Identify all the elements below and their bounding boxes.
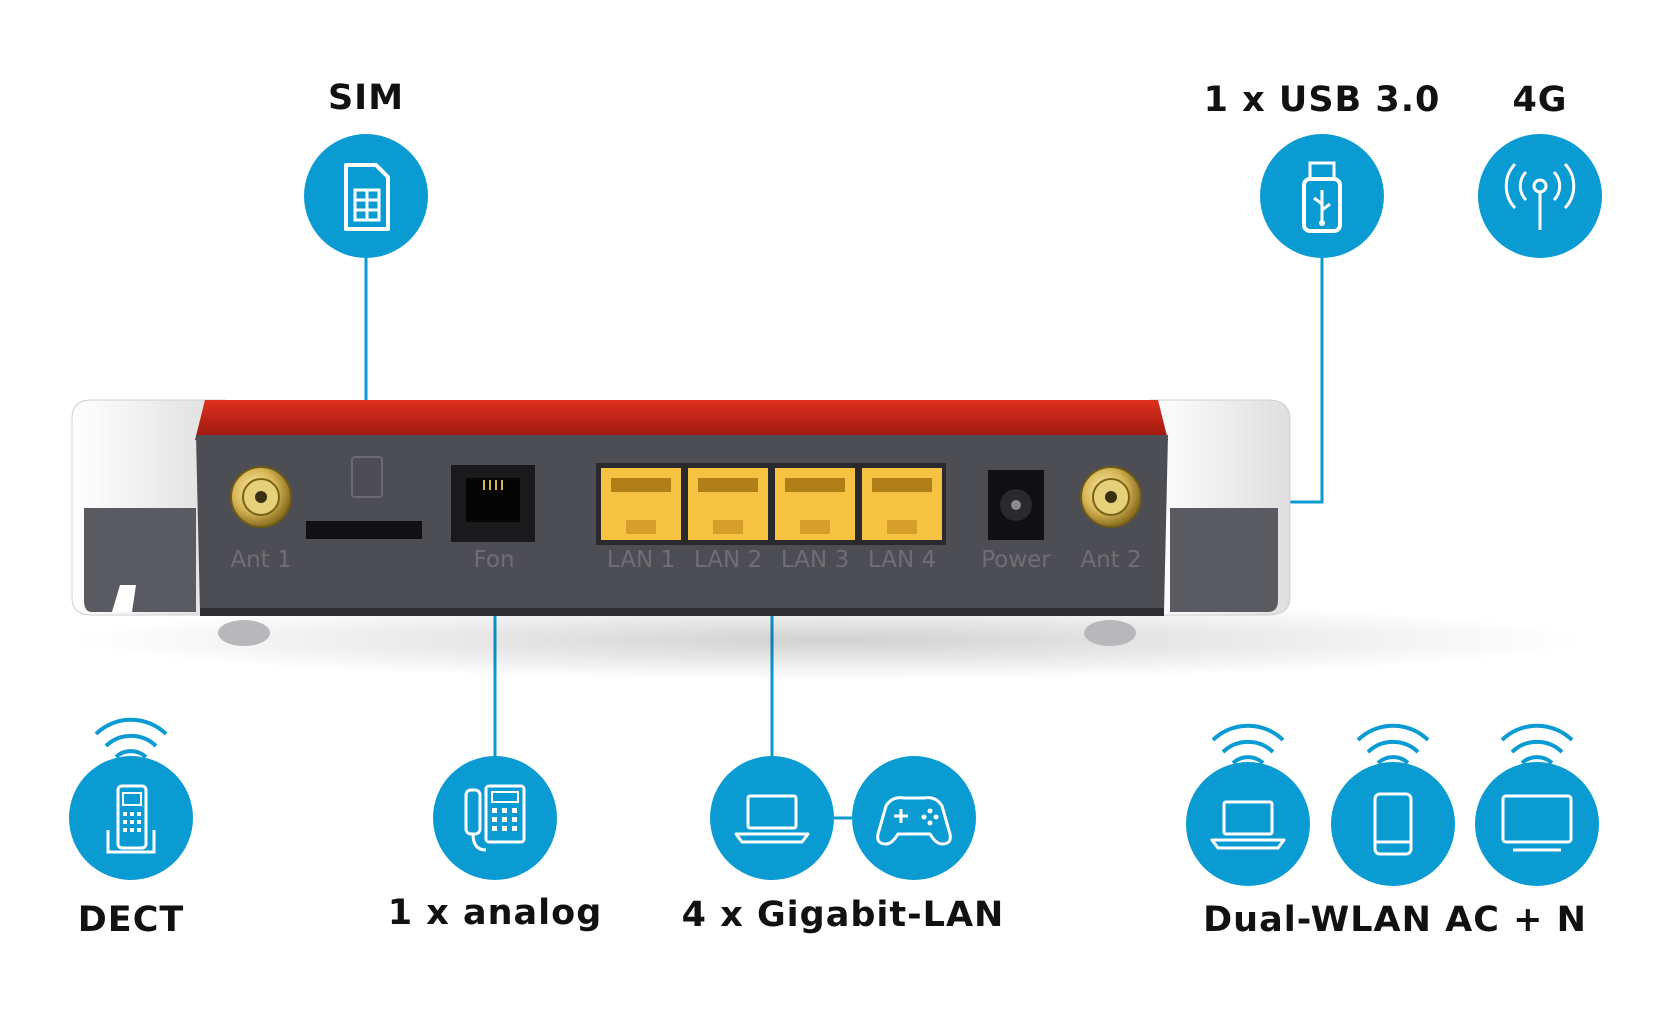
antenna-signal-icon [1478,134,1602,258]
port-label-ant1: Ant 1 [230,547,291,573]
port-label-lan1: LAN 1 [607,547,675,573]
usb-label: 1 x USB 3.0 [1203,80,1441,120]
sim-label: SIM [327,78,405,118]
port-label-lan4: LAN 4 [868,547,936,573]
usb-stick-icon [1260,134,1384,258]
dect-label: DECT [77,900,185,940]
monitor-icon [1475,762,1599,886]
desk-phone-icon [433,756,557,880]
wifi-waves-icon [1500,723,1574,765]
port-label-power: Power [981,547,1051,573]
wifi-waves-icon [1356,723,1430,765]
gamepad-icon [852,756,976,880]
gigabit-lan-label: 4 x Gigabit-LAN [681,895,1005,935]
laptop-icon [710,756,834,880]
fon-port [451,465,535,542]
wifi-waves-icon [1211,723,1285,765]
laptop-icon [1186,762,1310,886]
sim-card-icon [304,134,428,258]
port-label-lan3: LAN 3 [781,547,849,573]
port-label-ant2: Ant 2 [1080,547,1141,573]
ant1-connector [230,466,292,528]
ant2-connector [1080,466,1142,528]
usb-connector [1290,252,1324,504]
4g-label: 4G [1512,80,1568,120]
sim-slot [306,456,422,539]
router: Ant 1 Fon LAN 1 LAN 2 LAN 3 LAN 4 Power … [70,399,1590,680]
dual-wlan-label: Dual-WLAN AC + N [1203,900,1587,940]
wifi-waves-icon [94,717,168,759]
lan-ports [596,463,946,545]
port-label-lan2: LAN 2 [694,547,762,573]
smartphone-icon [1331,762,1455,886]
power-jack [988,470,1044,540]
port-label-fon: Fon [473,547,514,573]
analog-label: 1 x analog [387,893,603,933]
cordless-phone-icon [69,756,193,880]
